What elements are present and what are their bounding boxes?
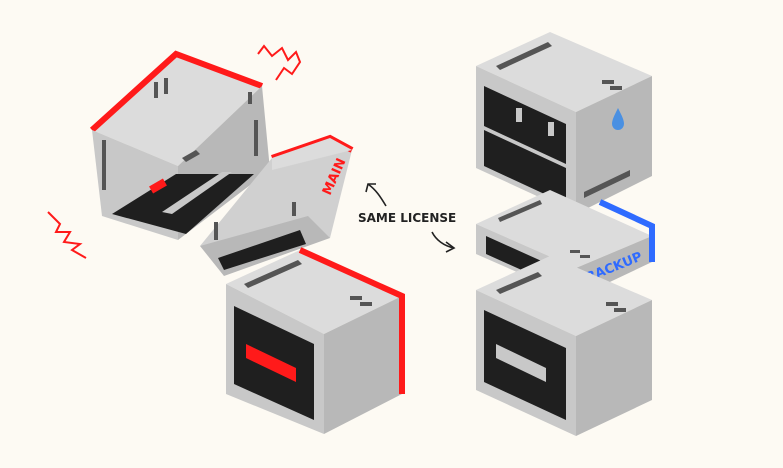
spark-icon-left [47, 211, 87, 259]
backup-server-cube-top [476, 32, 652, 214]
main-server-cube-base [226, 247, 405, 434]
curved-arrow-icon [431, 231, 455, 249]
same-license-label: SAME LICENSE [358, 211, 456, 225]
main-server-cube-tilted [89, 50, 270, 240]
main-server-slab: MAIN [200, 134, 354, 276]
water-drop-icon [612, 108, 624, 130]
same-license-callout: SAME LICENSE [358, 183, 456, 253]
spark-icon-top [257, 44, 302, 81]
backup-server-cube-base [476, 256, 652, 436]
curved-arrow-icon [367, 183, 387, 207]
